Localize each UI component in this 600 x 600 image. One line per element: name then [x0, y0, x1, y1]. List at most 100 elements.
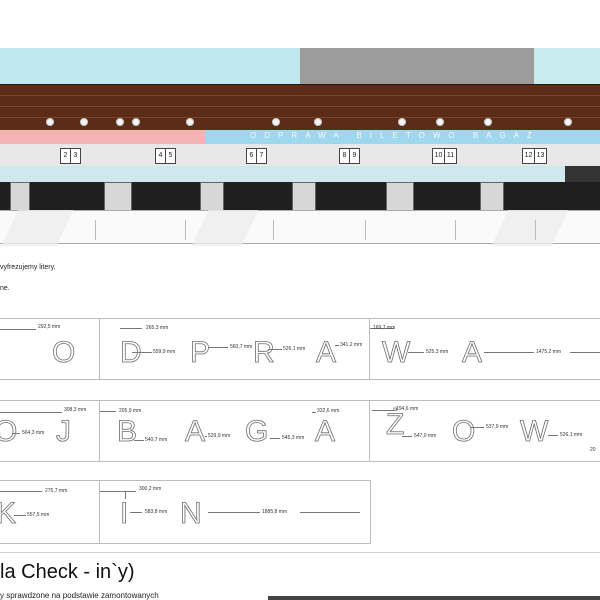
downlight-icon [436, 118, 444, 126]
sign-letter: A [185, 415, 206, 448]
letter-panel [0, 318, 101, 380]
downlight-icon [132, 118, 140, 126]
dimension-label: 300,2 mm [139, 486, 162, 492]
dimension-line [208, 347, 228, 348]
cladding-panel [402, 48, 437, 84]
dimension-line [134, 440, 144, 441]
dimension-line [402, 436, 412, 437]
glass-panel [150, 48, 187, 84]
dimension-line [208, 512, 260, 513]
dimension-label: 545,3 mm [282, 435, 305, 441]
sign-letter: O [0, 415, 18, 448]
counter-desk [287, 166, 381, 182]
facade-elevation-drawing: ODPRAWA BILETOWO BAGAŻ 2 3 4 5 6 7 8 9 1… [0, 0, 600, 250]
section-heading: la Check - in`y) [0, 561, 135, 583]
sign-letter: O [52, 336, 76, 369]
sign-letter: D [120, 336, 142, 369]
counter-number: 11 [444, 148, 457, 164]
cladding-panel [470, 48, 505, 84]
dimension-label: 1885,8 mm [262, 509, 288, 515]
dimension-line [12, 433, 20, 434]
baggage-belt [386, 182, 414, 212]
floor-segment [95, 220, 186, 240]
downlight-icon [80, 118, 88, 126]
dimension-line [120, 328, 142, 329]
sign-letter: A [315, 415, 336, 448]
counter-desk [0, 166, 101, 182]
glass-panel [186, 48, 223, 84]
note-line: vyfrezujemy litery. [0, 264, 56, 271]
dimension-label: 557,5 mm [27, 512, 50, 518]
baggage-belt [200, 182, 224, 212]
dimension-label: 341,2 mm [340, 342, 363, 348]
fascia-line [0, 117, 600, 118]
dimension-label: 1475,2 mm [536, 349, 562, 355]
floor-segment [185, 220, 274, 240]
counter-number: 13 [534, 148, 547, 164]
separator [0, 552, 600, 553]
dimension-label: 526,1 mm [560, 432, 583, 438]
fascia-line [0, 95, 600, 96]
baggage-belt [104, 182, 132, 212]
dimension-line [370, 328, 394, 329]
cladding-panel [368, 48, 403, 84]
dimension-label: 308,3 mm [64, 407, 87, 413]
letter-panel [0, 480, 101, 544]
counter-desk [475, 166, 566, 182]
dimension-line [372, 410, 394, 411]
counter-desk [565, 166, 600, 182]
dimension-line [312, 412, 316, 413]
dimension-label: 529,9 mm [208, 433, 231, 439]
dimension-label: 292,5 mm [38, 324, 61, 330]
sign-letter: B [117, 415, 138, 448]
section-note: y sprawdzone na podstawie zamontowanych [0, 591, 159, 600]
dimension-label: 169,7 mm [373, 325, 396, 331]
floor-segment [273, 220, 366, 240]
dimension-label: 525,3 mm [426, 349, 449, 355]
sign-letter: Ż [386, 408, 405, 441]
dimension-label: 537,9 mm [486, 424, 509, 430]
baggage-belt [292, 182, 316, 212]
counter-number: 9 [349, 148, 360, 164]
wood-fascia [0, 84, 600, 132]
sign-letter: K [0, 497, 17, 530]
dimension-line [125, 491, 126, 499]
signage-band-text: ODPRAWA BILETOWO BAGAŻ [250, 131, 540, 140]
dimension-label: 20 [590, 447, 596, 453]
downlight-icon [398, 118, 406, 126]
dimension-label: 205,9 mm [119, 408, 142, 414]
dimension-line [570, 352, 600, 353]
dimension-line [470, 427, 484, 428]
dimension-label: 265,3 mm [146, 325, 169, 331]
note-line: ne. [0, 285, 10, 292]
downlight-icon [314, 118, 322, 126]
glass-panel [78, 48, 115, 84]
floor-segment [365, 220, 456, 240]
downlight-icon [116, 118, 124, 126]
fascia-line [0, 106, 600, 107]
dimension-label: 564,3 mm [22, 430, 45, 436]
downlight-icon [186, 118, 194, 126]
dimension-label: 194,6 mm [396, 406, 419, 412]
counter-desk [380, 166, 476, 182]
dimension-line [335, 345, 339, 346]
dimension-line [484, 352, 534, 353]
signage-band-pink [0, 130, 205, 144]
dimension-line [548, 435, 558, 436]
counter-number: 5 [165, 148, 176, 164]
dimension-line [0, 412, 62, 413]
dimension-line [408, 352, 424, 353]
letter-panel [369, 400, 600, 462]
cladding-panel [436, 48, 471, 84]
downlight-icon [564, 118, 572, 126]
dimension-line [0, 329, 36, 330]
letter-panel [0, 400, 101, 462]
baggage-belt [10, 182, 30, 212]
dimension-label: 547,0 mm [414, 433, 437, 439]
glass-panel [222, 48, 259, 84]
cladding-panel [334, 48, 369, 84]
counter-row [0, 144, 600, 167]
floor-segment [0, 220, 96, 240]
cladding-panel [300, 48, 335, 84]
dimension-label: 332,6 mm [317, 408, 340, 414]
